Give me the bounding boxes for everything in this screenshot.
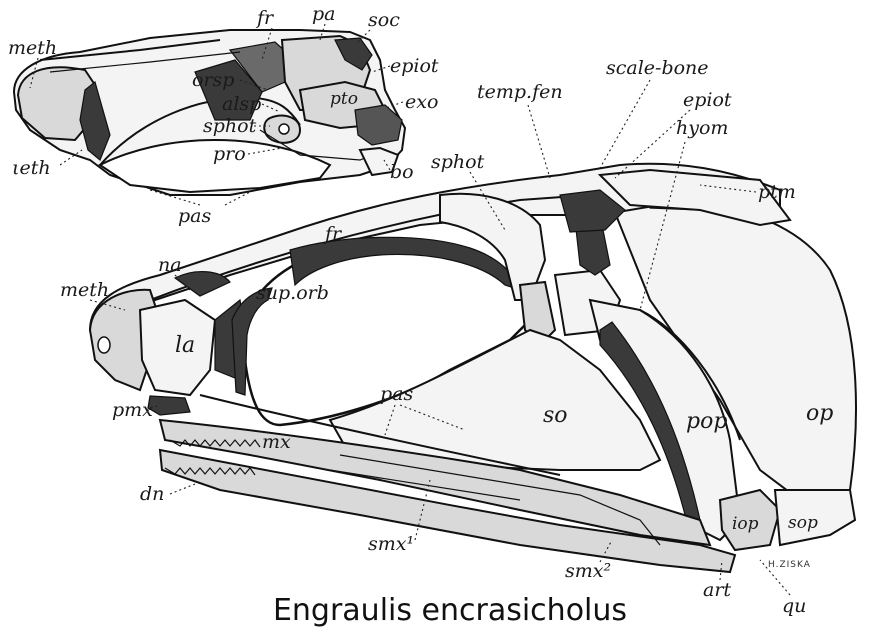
label-upper-pro: pro: [213, 143, 246, 165]
label-upper-pas: pas: [178, 205, 211, 227]
label-upper-pa: pa: [312, 3, 336, 25]
label-dn: dn: [140, 483, 164, 505]
label-lower-fr: fr: [323, 223, 343, 245]
label-upper-alsp: alsp: [222, 93, 261, 115]
label-so: so: [543, 403, 568, 428]
label-smx2: smx²: [565, 560, 611, 582]
label-pop: pop: [686, 409, 727, 434]
label-qu: qu: [782, 595, 806, 617]
label-upper-orsp: orsp: [192, 69, 234, 91]
label-na: na: [158, 254, 182, 276]
label-op: op: [806, 401, 833, 426]
label-upper-pto: pto: [330, 89, 358, 109]
label-mx: mx: [262, 431, 291, 453]
label-upper-exo: exo: [405, 91, 438, 113]
label-upper-sphot: sphot: [203, 115, 257, 137]
label-lower-meth: meth: [60, 279, 109, 301]
label-lower-pas: pas: [380, 383, 413, 405]
neurocranium-figure: [14, 30, 405, 195]
label-upper-bo: bo: [390, 161, 414, 183]
label-iop: iop: [732, 514, 759, 534]
label-ptm: ptm: [758, 181, 796, 203]
artist-signature: H.ZISKA: [768, 560, 811, 570]
label-scale-bone: scale-bone: [606, 57, 709, 79]
label-upper-epiot: epiot: [390, 55, 439, 77]
label-upper-meth: meth: [8, 37, 57, 59]
label-upper-soc: soc: [368, 9, 400, 31]
label-lower-sphot: sphot: [431, 151, 485, 173]
label-art: art: [703, 579, 731, 601]
label-smx1: smx¹: [368, 533, 414, 555]
label-upper-leth: ιeth: [12, 157, 51, 179]
figure-title: Engraulis encrasicholus: [273, 593, 627, 628]
label-lower-epiot: epiot: [683, 89, 732, 111]
label-sup-orb: sup.orb: [256, 282, 329, 304]
label-sop: sop: [788, 513, 818, 533]
label-upper-fr: fr: [255, 7, 275, 29]
label-temp-fen: temp.fen: [477, 81, 563, 103]
label-la: la: [175, 333, 195, 358]
label-hyom: hyom: [676, 117, 728, 139]
